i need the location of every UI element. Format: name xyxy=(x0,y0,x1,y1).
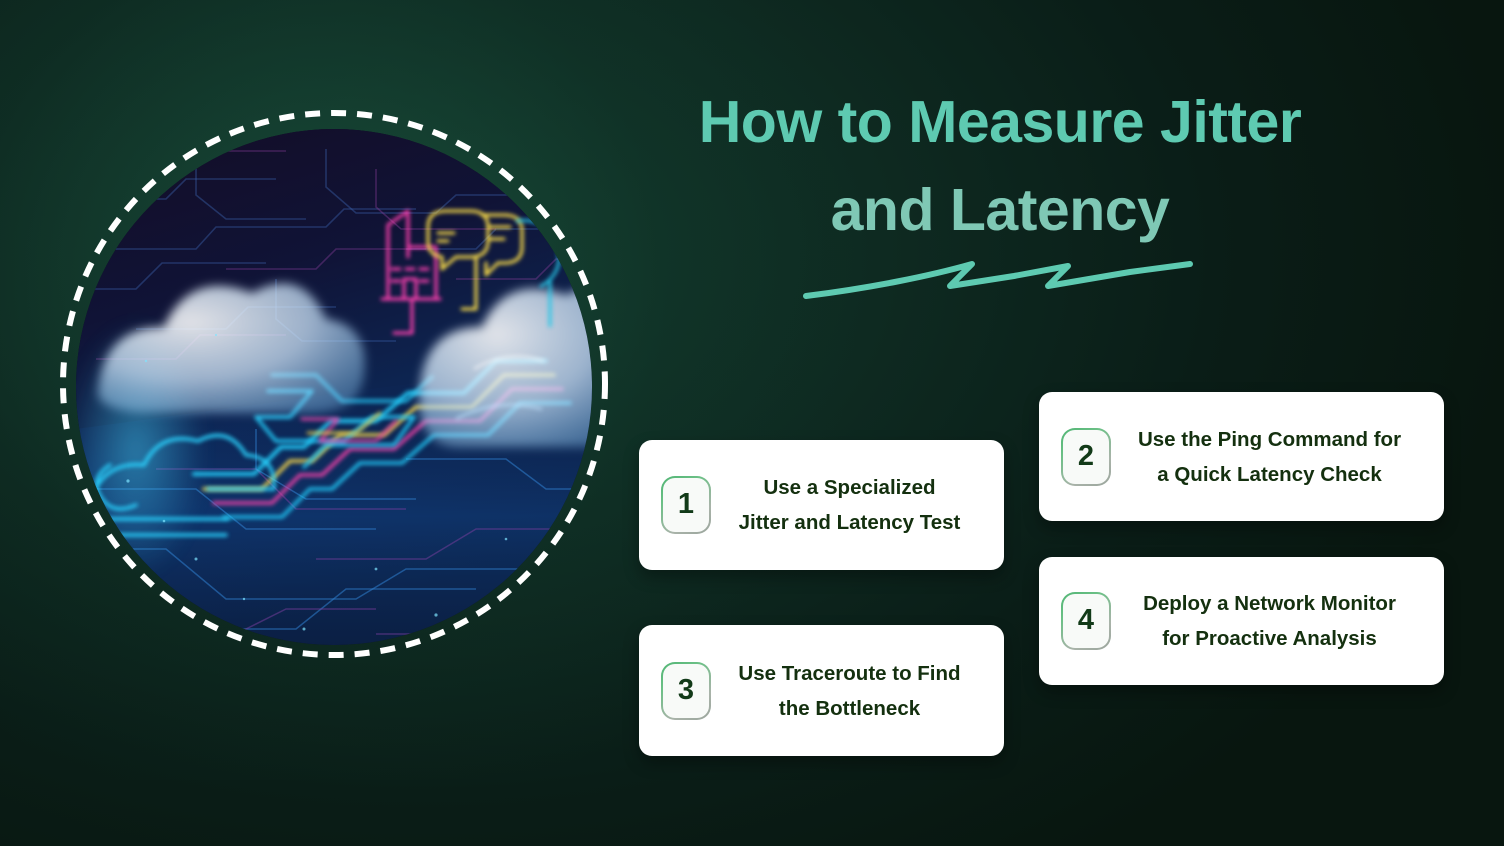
step-number-label: 3 xyxy=(677,673,695,706)
step-text-line-2: the Bottleneck xyxy=(778,696,921,720)
network-clouds-illustration xyxy=(76,129,592,645)
step-text-line-2: Jitter and Latency Test xyxy=(738,511,961,534)
step-number-label: 1 xyxy=(677,488,695,520)
step-card-text: Use the Ping Command for a Quick Latency… xyxy=(1111,422,1424,492)
zigzag-underline-icon xyxy=(803,261,1193,299)
artwork-circle xyxy=(58,108,610,660)
step-card-2[interactable]: 2 Use the Ping Command for a Quick Laten… xyxy=(1039,392,1444,521)
page-title: How to Measure Jitter and Latency xyxy=(600,78,1400,304)
step-card-text: Use a Specialized Jitter and Latency Tes… xyxy=(711,470,984,540)
step-number-label: 4 xyxy=(1077,604,1095,636)
step-card-3[interactable]: 3 Use Traceroute to Find the Bottleneck xyxy=(639,625,1004,756)
step-text-line-1: Deploy a Network Monitor xyxy=(1143,592,1396,615)
step-text-line-2: a Quick Latency Check xyxy=(1157,462,1382,486)
step-number-label: 2 xyxy=(1077,439,1095,472)
step-number-badge: 4 xyxy=(1061,592,1111,650)
step-number-badge: 1 xyxy=(661,476,711,534)
step-card-text: Use Traceroute to Find the Bottleneck xyxy=(711,656,984,726)
title-line-1: How to Measure Jitter xyxy=(698,89,1302,155)
step-card-1[interactable]: 1 Use a Specialized Jitter and Latency T… xyxy=(639,440,1004,570)
step-text-line-1: Use the Ping Command for xyxy=(1137,427,1402,451)
step-card-text: Deploy a Network Monitor for Proactive A… xyxy=(1111,586,1424,656)
dashed-ring-icon xyxy=(58,108,610,660)
step-text-line-1: Use a Specialized xyxy=(763,476,936,499)
title-line-2: and Latency xyxy=(830,177,1170,243)
step-number-badge: 3 xyxy=(661,662,711,720)
step-text-line-2: for Proactive Analysis xyxy=(1162,627,1377,650)
step-number-badge: 2 xyxy=(1061,428,1111,486)
step-card-4[interactable]: 4 Deploy a Network Monitor for Proactive… xyxy=(1039,557,1444,685)
step-text-line-1: Use Traceroute to Find xyxy=(738,661,961,685)
